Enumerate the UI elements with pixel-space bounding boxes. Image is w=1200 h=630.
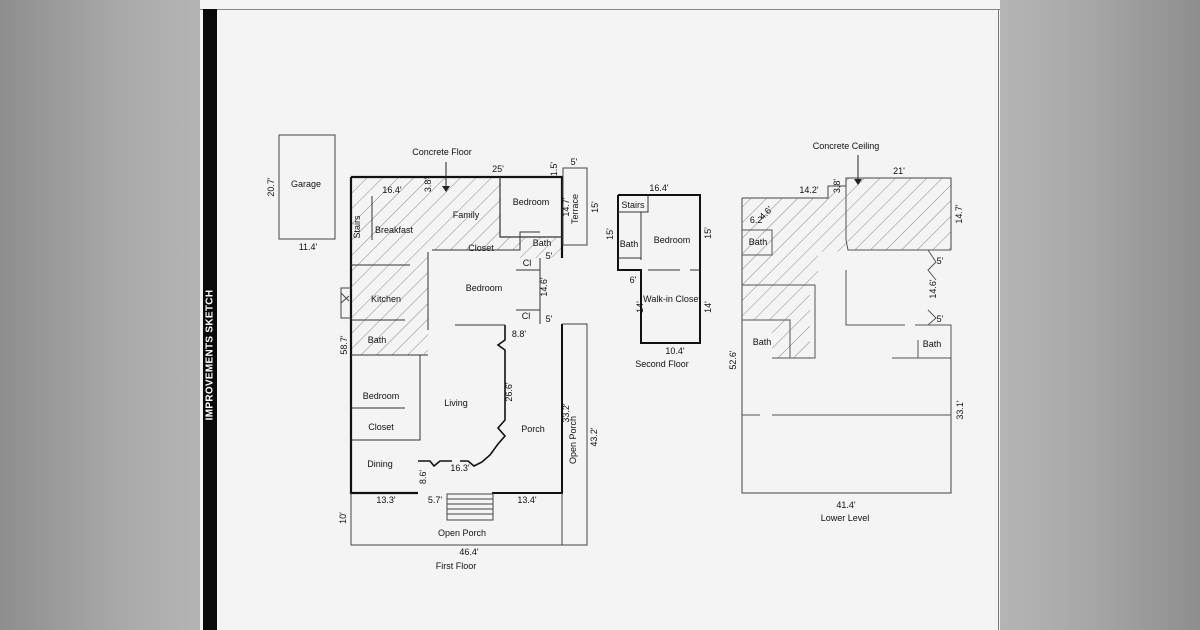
second-dim-16-4: 16.4' xyxy=(649,183,669,193)
lower-room-bath-b: Bath xyxy=(753,337,772,347)
room-kitchen: Kitchen xyxy=(371,294,401,304)
room-stairs: Stairs xyxy=(352,215,362,239)
lower-dim-14-7: 14.7' xyxy=(954,204,964,224)
lower-dim-14-2: 14.2' xyxy=(799,185,819,195)
second-room-stairs: Stairs xyxy=(621,200,645,210)
room-cl-bottom: Cl xyxy=(522,311,531,321)
room-open-porch-right: Open Porch xyxy=(568,416,578,464)
top-border xyxy=(200,9,1000,10)
dim-5-terrace: 5' xyxy=(571,157,578,167)
second-room-bedroom: Bedroom xyxy=(654,235,691,245)
dim-10: 10' xyxy=(338,512,348,524)
room-living: Living xyxy=(444,398,468,408)
dim-26-6: 26.6' xyxy=(504,382,514,402)
dim-58-7: 58.7' xyxy=(339,335,349,355)
garage-dim-bottom: 11.4' xyxy=(299,242,318,252)
lower-dim-52-6: 52.6' xyxy=(728,350,738,370)
room-bedroom-top: Bedroom xyxy=(513,197,550,207)
dim-14-6: 14.6' xyxy=(539,277,549,297)
first-floor-title: First Floor xyxy=(436,561,477,571)
lower-callout: Concrete Ceiling xyxy=(813,141,880,151)
lower-room-bath-c: Bath xyxy=(923,339,942,349)
dim-33-2: 33.2' xyxy=(561,403,571,423)
room-breakfast: Breakfast xyxy=(375,225,414,235)
dim-13-4: 13.4' xyxy=(517,495,537,505)
second-floor-plan: Stairs Bath Bedroom Walk-in Closet 16.4'… xyxy=(605,183,713,369)
first-floor-hatched-area xyxy=(351,177,562,355)
dim-1-5: 1.5' xyxy=(549,162,559,177)
second-room-walkin: Walk-in Closet xyxy=(643,294,701,304)
second-dim-14-left: 14' xyxy=(635,301,645,313)
lower-dim-5-a: 5' xyxy=(937,256,944,266)
second-floor-title: Second Floor xyxy=(635,359,689,369)
second-room-bath: Bath xyxy=(620,239,639,249)
room-cl-top: Cl xyxy=(523,258,532,268)
room-closet-left: Closet xyxy=(368,422,394,432)
garage: Garage 20.7' 11.4' xyxy=(266,134,336,252)
second-dim-14-right: 14' xyxy=(703,301,713,313)
garage-label: Garage xyxy=(291,179,321,189)
room-open-porch-bottom: Open Porch xyxy=(438,528,486,538)
dim-3-8: 3.8' xyxy=(423,178,433,193)
first-floor-callout: Concrete Floor xyxy=(412,147,472,157)
dim-14-7: 14.7' xyxy=(561,197,571,217)
dim-8-8: 8.8' xyxy=(512,329,527,339)
dim-43-2: 43.2' xyxy=(589,427,599,447)
first-floor-plan: Concrete Floor Breakfast Family Bedroom … xyxy=(338,147,600,571)
right-border xyxy=(998,9,999,630)
lower-room-bath-a: Bath xyxy=(749,237,768,247)
room-dining: Dining xyxy=(367,459,393,469)
lower-level-title: Lower Level xyxy=(821,513,870,523)
lower-level-plan: Concrete Ceiling Bath Bath Bath 14.2' 3.… xyxy=(728,141,965,523)
second-dim-15-right: 15' xyxy=(703,227,713,239)
room-terrace: Terrace xyxy=(570,194,580,224)
lower-dim-6-2: 6.2' xyxy=(750,215,765,225)
dim-5-a: 5' xyxy=(546,251,553,261)
room-bedroom-mid: Bedroom xyxy=(466,283,503,293)
dim-25: 25' xyxy=(492,164,504,174)
dim-8-6: 8.6' xyxy=(418,470,428,485)
lower-dim-5-b: 5' xyxy=(937,314,944,324)
dim-16-4: 16.4' xyxy=(382,185,402,195)
second-dim-6: 6' xyxy=(630,275,637,285)
room-bedroom-left: Bedroom xyxy=(363,391,400,401)
room-bath-left: Bath xyxy=(368,335,387,345)
lower-level-hatched-area xyxy=(742,178,951,358)
dim-16-3: 16.3' xyxy=(450,463,470,473)
room-family: Family xyxy=(453,210,480,220)
dim-15-terrace: 15' xyxy=(590,201,600,213)
lower-dim-41-4: 41.4' xyxy=(836,500,856,510)
second-dim-15-left: 15' xyxy=(605,228,615,240)
garage-dim-side: 20.7' xyxy=(266,177,276,197)
lower-dim-14-6: 14.6' xyxy=(928,279,938,299)
lower-dim-3-8: 3.8' xyxy=(832,179,842,194)
dim-5-b: 5' xyxy=(546,314,553,324)
dim-46-4: 46.4' xyxy=(459,547,479,557)
dim-5-7: 5.7' xyxy=(428,495,443,505)
room-porch: Porch xyxy=(521,424,545,434)
room-closet-top: Closet xyxy=(468,243,494,253)
side-title-bar xyxy=(203,9,217,630)
dim-13-3: 13.3' xyxy=(376,495,396,505)
second-dim-10-4: 10.4' xyxy=(665,346,685,356)
sketch-sheet xyxy=(200,0,1000,630)
room-bath-top: Bath xyxy=(533,238,552,248)
lower-dim-33-1: 33.1' xyxy=(955,400,965,420)
lower-dim-21: 21' xyxy=(893,166,905,176)
